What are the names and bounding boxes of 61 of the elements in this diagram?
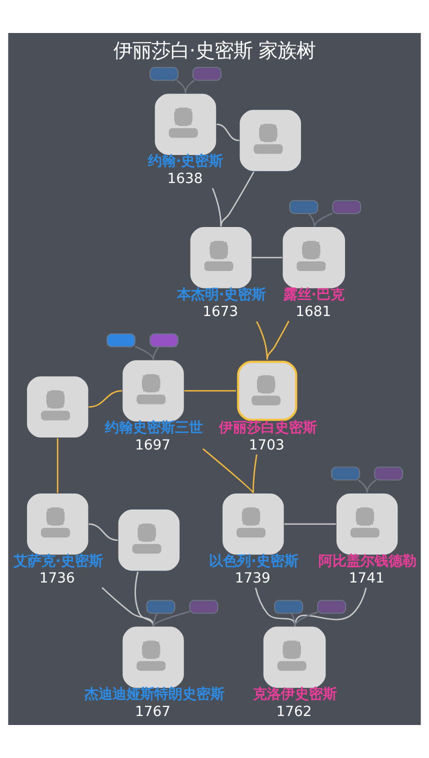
connector: [176, 80, 186, 94]
connector: [291, 613, 296, 626]
connector: [152, 613, 158, 626]
connector: [252, 454, 258, 493]
node-box: [192, 66, 222, 81]
connector: [152, 610, 190, 626]
node-label: 1638: [167, 170, 203, 187]
connector: [216, 124, 240, 142]
connector: [88, 390, 122, 408]
node-box: [332, 200, 362, 214]
node-label: 1739: [234, 570, 270, 587]
node-label: 艾萨克·史密斯: [14, 553, 103, 570]
connector: [184, 80, 195, 94]
connector: [358, 480, 368, 493]
node-label: 伊丽莎白史密斯: [218, 420, 317, 436]
diagram-title: 伊丽莎白·史密斯 家族树: [113, 39, 316, 62]
node-label: 克洛伊史密斯: [253, 686, 338, 703]
connector: [202, 448, 254, 494]
node-label: 1697: [134, 437, 170, 454]
node-label: 1762: [276, 704, 312, 720]
node-label: 1703: [248, 437, 284, 454]
node-label: 露丝·巴克: [283, 286, 345, 303]
node-label: 杰迪迪娅斯特朗史密斯: [84, 686, 224, 703]
node-label: 1673: [202, 304, 238, 320]
node-box: [189, 600, 218, 614]
node-box: [150, 66, 178, 81]
connector: [212, 188, 222, 226]
node-box: [317, 600, 346, 614]
connector: [220, 172, 254, 226]
node-box: [146, 600, 176, 614]
node-box: [331, 466, 360, 481]
node-label: 1681: [296, 304, 332, 320]
connector: [266, 320, 290, 360]
connector: [314, 212, 333, 227]
node-label: 约翰史密斯三世: [104, 420, 203, 436]
connector: [294, 611, 318, 626]
connector: [134, 346, 154, 360]
node-label: 以色列·史密斯: [209, 553, 298, 570]
connector: [134, 572, 154, 626]
node-label: 约翰·史密斯: [148, 154, 224, 170]
connector: [308, 213, 316, 226]
node-box: [106, 333, 136, 348]
connector: [254, 588, 296, 626]
node-label: 本杰明·史密斯: [176, 286, 266, 303]
connector: [366, 480, 376, 493]
connector: [184, 390, 236, 392]
node-label: 阿比盖尔钱德勒: [318, 553, 417, 570]
connector: [294, 588, 367, 626]
connector: [256, 321, 268, 360]
node-label: 1736: [39, 570, 75, 587]
node-box: [150, 333, 178, 348]
connector: [56, 438, 58, 493]
connector: [284, 523, 336, 525]
connector: [88, 523, 118, 541]
node-box: [274, 600, 304, 614]
node-box: [374, 466, 404, 481]
connector: [252, 256, 282, 258]
node-label: 1741: [348, 570, 384, 587]
node-box: [289, 200, 318, 214]
node-label: 1767: [134, 704, 170, 720]
connector: [152, 346, 160, 360]
